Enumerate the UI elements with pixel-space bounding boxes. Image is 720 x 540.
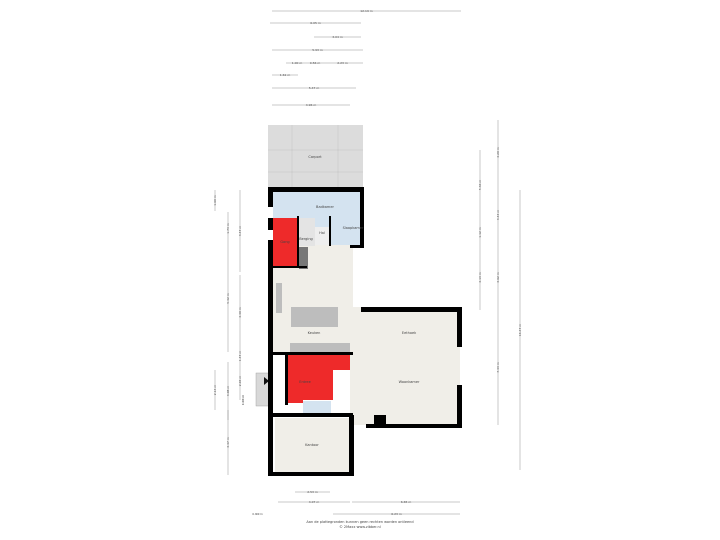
entree-highlight [288,355,350,403]
room-label-kantoor: Kantoor [305,443,319,447]
dimension-label: 0.94 m [252,512,263,516]
dimension-label: 0.56 m [310,61,321,65]
room-label-hal: Hal [319,231,325,235]
dimension-label: 4.96 m [306,103,317,107]
dimension-label: 16.47 m [518,324,522,337]
living-floor [350,307,460,425]
dimension-label: 4.20 m [496,147,500,158]
dimension-label: 4.07 m [309,500,320,504]
room-label-woonkamer: Woonkamer [399,380,420,384]
stair-block [299,247,308,269]
dimension-label: 3.04 m [332,35,343,39]
dimension-label: 1.60 m [213,195,217,206]
dimension-label: 6.65 m [401,500,412,504]
dimension-label: 1.12 m [478,227,482,238]
entrance-arrow-icon [264,377,269,385]
room-label-eethoek: Eethoek [402,331,417,335]
kitchen-island [291,307,338,327]
room-label-entree: Entree [299,380,310,384]
credit: © 2Maxx www.zibber.nl [339,525,381,529]
dimension-label: 4.40 m [238,307,242,318]
dimension-label: 5.36 m [478,180,482,191]
dimension-label: 2.14 m [213,385,217,396]
dimension-label: 3.08 m [226,386,230,397]
kantoor-floor [275,418,352,475]
dimension-label: 2.23 m [337,61,348,65]
dimension-label: 12.19 m [360,9,373,13]
dimension-label: 1.47 m [238,351,242,362]
room-label-carport: Carport [308,155,322,159]
kitchen-counter [290,343,350,352]
dimension-label: 3.62 m [496,272,500,283]
dimension-label: 1.73 m [226,223,230,234]
dimension-label: 2.53 m [307,490,318,494]
gang-highlight [273,218,297,268]
kitchen-wall-unit [276,283,282,313]
dimension-label: 2.03 m [238,376,242,387]
room-label-keuken: Keuken [308,331,321,335]
dimension-label: 3.47 m [226,437,230,448]
dimension-label: 3.43 m [496,210,500,221]
dimension-label: 5.47 m [309,86,320,90]
dimension-label: 3.47 m [238,226,242,237]
carport-area [268,125,363,190]
room-label-badkamer: Badkamer [316,205,334,209]
hal-floor [315,227,329,245]
room-label-gang: Gang [280,240,289,244]
dimension-label: 5.42 m [226,293,230,304]
dimension-label: 5.93 m [312,48,323,52]
dimension-label: 6.05 m [310,21,321,25]
dimension-label: 4.13 m [478,272,482,283]
dimension-label: 7.43 m [496,362,500,373]
room-label-slaapkamer: Slaapkamer [343,226,364,230]
dimension-label: 1.00 m [292,61,303,65]
room-label-berging: Berging [299,237,313,241]
disclaimer: Aan de plattegronden kunnen geen rechten… [306,520,414,524]
dimension-label: 6.23 m [391,512,402,516]
berging-floor [297,218,315,246]
dimension-label: 1.03 m [241,395,245,406]
dimension-label: 1.61 m [280,73,291,77]
